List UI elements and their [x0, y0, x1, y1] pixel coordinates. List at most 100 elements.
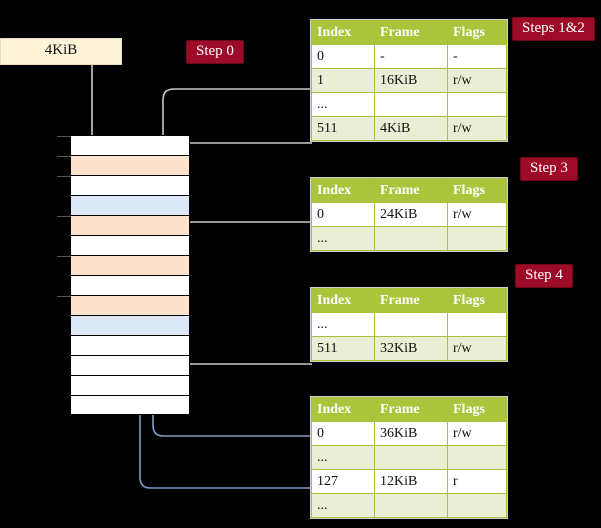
memory-row: [71, 136, 189, 156]
table-header-row: Index Frame Flags: [311, 397, 507, 422]
column-header-flags: Flags: [447, 397, 507, 422]
memory-row: [71, 176, 189, 196]
memory-row: [71, 276, 189, 296]
badge-label: Step 4: [525, 267, 563, 283]
badge-steps-1-2: Steps 1&2: [513, 18, 594, 40]
page-table-3: Index Frame Flags ... 511 32KiB r/w: [311, 288, 507, 361]
source-frame-label: 4KiB: [44, 42, 78, 58]
table-row: 1 16KiB r/w: [311, 68, 507, 93]
cell-frame: [374, 445, 448, 470]
column-header-index: Index: [311, 20, 375, 45]
cell-flags: r/w: [447, 116, 507, 141]
cell-frame: 36KiB: [374, 421, 448, 446]
table-row: 0 - -: [311, 44, 507, 69]
cell-index: 127: [311, 469, 375, 494]
table-row: ...: [311, 226, 507, 251]
cell-flags: r: [447, 469, 507, 494]
table-row: ...: [311, 493, 507, 518]
source-frame-box: 4KiB: [0, 38, 122, 65]
column-header-frame: Frame: [374, 178, 448, 203]
memory-tick: [57, 216, 71, 217]
table-row: ...: [311, 312, 507, 337]
page-table-1: Index Frame Flags 0 - - 1 16KiB r/w ...: [311, 20, 507, 141]
memory-row: [71, 196, 189, 216]
cell-index: 511: [311, 336, 375, 361]
memory-row: [71, 356, 189, 376]
badge-label: Step 3: [530, 160, 568, 176]
memory-tick: [57, 256, 71, 257]
memory-row: [71, 376, 189, 396]
badge-step-4: Step 4: [516, 265, 572, 287]
cell-index: 511: [311, 116, 375, 141]
cell-flags: -: [447, 44, 507, 69]
memory-row: [71, 236, 189, 256]
cell-index: 0: [311, 202, 375, 227]
cell-index: ...: [311, 226, 375, 251]
cell-frame: 24KiB: [374, 202, 448, 227]
wire-table1-row511: [174, 140, 312, 155]
cell-frame: [374, 312, 448, 337]
table-row: 511 32KiB r/w: [311, 336, 507, 361]
cell-frame: [374, 493, 448, 518]
memory-row: [71, 216, 189, 236]
cell-flags: [447, 445, 507, 470]
cell-index: 0: [311, 44, 375, 69]
table-row: 0 24KiB r/w: [311, 202, 507, 227]
cell-flags: r/w: [447, 202, 507, 227]
table-row: 0 36KiB r/w: [311, 421, 507, 446]
cell-index: 0: [311, 421, 375, 446]
memory-tick: [57, 136, 71, 137]
cell-frame: [374, 226, 448, 251]
table-header-row: Index Frame Flags: [311, 20, 507, 45]
cell-frame: 12KiB: [374, 469, 448, 494]
page-table-2: Index Frame Flags 0 24KiB r/w ...: [311, 178, 507, 251]
page-table-4: Index Frame Flags 0 36KiB r/w ... 127 12…: [311, 397, 507, 518]
memory-row: [71, 296, 189, 316]
cell-index: ...: [311, 493, 375, 518]
badge-label: Steps 1&2: [522, 20, 585, 36]
physical-memory-column: [70, 135, 190, 415]
column-header-flags: Flags: [447, 288, 507, 313]
cell-flags: [447, 493, 507, 518]
table-row: 127 12KiB r: [311, 469, 507, 494]
cell-flags: r/w: [447, 68, 507, 93]
column-header-index: Index: [311, 288, 375, 313]
memory-row: [71, 156, 189, 176]
memory-tick: [57, 296, 71, 297]
column-header-index: Index: [311, 178, 375, 203]
cell-frame: 16KiB: [374, 68, 448, 93]
cell-index: ...: [311, 92, 375, 117]
cell-frame: 4KiB: [374, 116, 448, 141]
cell-index: ...: [311, 312, 375, 337]
column-header-frame: Frame: [374, 288, 448, 313]
memory-row: [71, 336, 189, 356]
memory-row: [71, 256, 189, 276]
cell-flags: [447, 92, 507, 117]
memory-row: [71, 316, 189, 336]
column-header-frame: Frame: [374, 20, 448, 45]
cell-flags: [447, 226, 507, 251]
column-header-flags: Flags: [447, 178, 507, 203]
cell-index: ...: [311, 445, 375, 470]
table-row: ...: [311, 92, 507, 117]
column-header-frame: Frame: [374, 397, 448, 422]
wire-table2-row0: [179, 221, 312, 296]
memory-tick: [57, 176, 71, 177]
table-header-row: Index Frame Flags: [311, 178, 507, 203]
memory-row: [71, 396, 189, 414]
memory-tick: [57, 156, 71, 157]
cell-flags: r/w: [447, 421, 507, 446]
cell-frame: [374, 92, 448, 117]
cell-frame: -: [374, 44, 448, 69]
column-header-index: Index: [311, 397, 375, 422]
cell-flags: [447, 312, 507, 337]
table-row-highlighted: 511 4KiB r/w: [311, 116, 507, 141]
badge-step-0: Step 0: [187, 41, 243, 63]
column-header-flags: Flags: [447, 20, 507, 45]
cell-frame: 32KiB: [374, 336, 448, 361]
table-header-row: Index Frame Flags: [311, 288, 507, 313]
table-row: ...: [311, 445, 507, 470]
badge-step-3: Step 3: [521, 158, 577, 180]
badge-label: Step 0: [196, 43, 234, 59]
